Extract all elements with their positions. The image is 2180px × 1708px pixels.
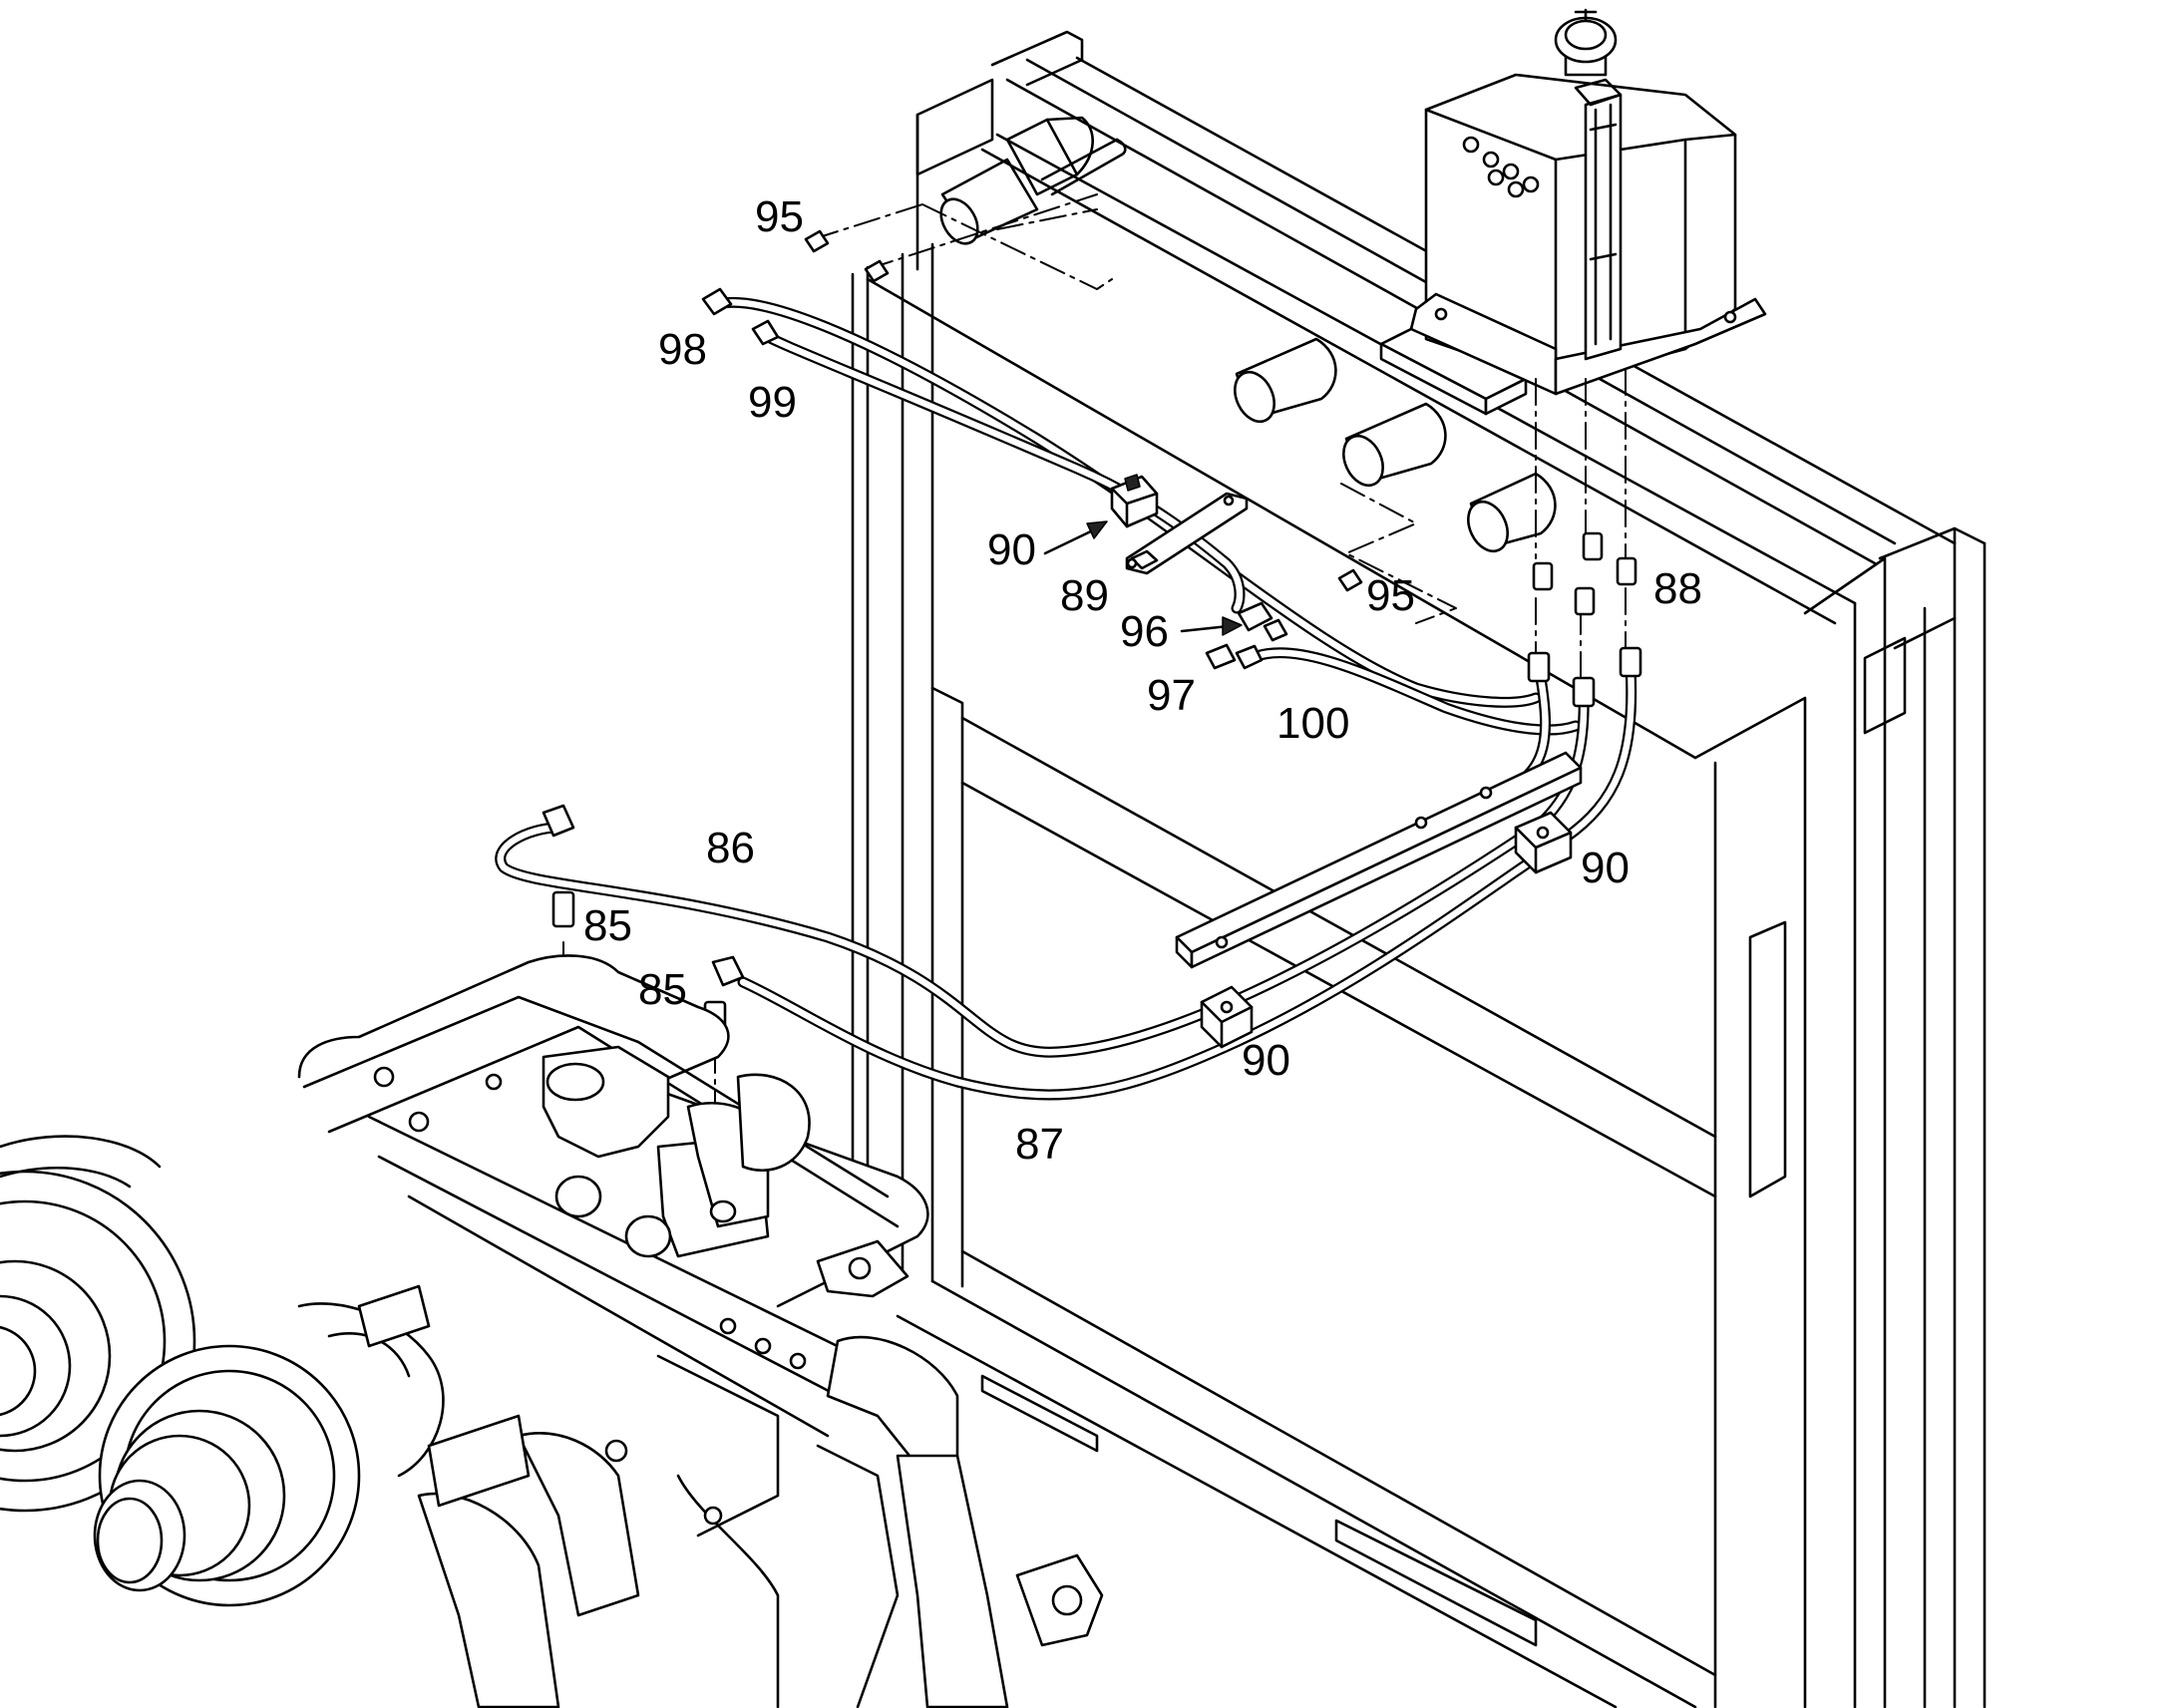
callout-100: 100	[1276, 699, 1349, 748]
callout-89: 89	[1060, 571, 1109, 620]
callout-95-upper: 95	[755, 192, 804, 241]
callout-99: 99	[748, 378, 797, 427]
expansion-tank	[1409, 8, 1767, 396]
callout-98: 98	[658, 325, 707, 374]
right-pipe-stubs	[1234, 322, 1557, 553]
callout-90-right: 90	[1581, 844, 1630, 892]
callout-90-lower: 90	[1242, 1036, 1290, 1085]
mounting-bar	[1175, 751, 1583, 969]
callout-86: 86	[706, 824, 755, 872]
tank-hoses	[1505, 646, 1642, 844]
callout-96: 96	[1120, 607, 1169, 656]
callout-90-upper: 90	[987, 525, 1036, 574]
callout-85-upper: 85	[583, 901, 632, 950]
callout-97: 97	[1147, 671, 1196, 720]
callout-95-lower: 95	[1366, 571, 1415, 620]
clamp-90-lower	[1200, 985, 1254, 1049]
engine-assembly	[0, 954, 1104, 1708]
bracket-89	[1125, 492, 1249, 575]
radiator-frame	[851, 30, 1987, 1708]
callout-85-lower: 85	[638, 965, 687, 1014]
clamp-90-right	[1514, 811, 1573, 874]
callout-87: 87	[1015, 1120, 1064, 1169]
upper-pipe-stubs	[939, 116, 1127, 245]
callout-88: 88	[1653, 564, 1702, 613]
leader-lines	[562, 193, 1627, 1168]
callouts: 95 98 99 90 89 96 97 100 95 88 86 85 85 …	[583, 192, 1702, 1169]
clamp-90-upper	[1110, 474, 1159, 528]
callout-arrows	[1043, 520, 1243, 636]
